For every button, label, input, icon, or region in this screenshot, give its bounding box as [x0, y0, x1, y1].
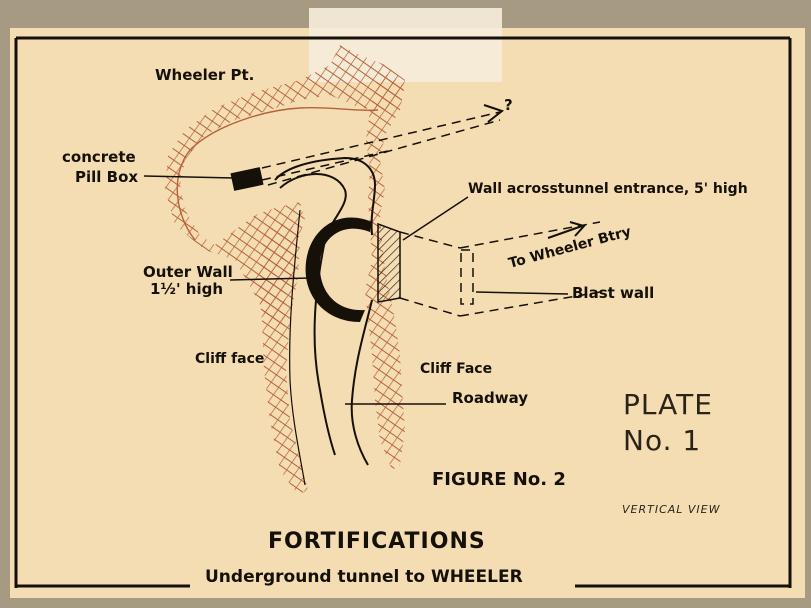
leader-outer-wall [229, 277, 311, 281]
vertical-view-label: VERTICAL VIEW [622, 503, 721, 516]
diagram-title: FORTIFICATIONS [268, 529, 486, 554]
label-wall-entrance: Wall acrosstunnel entrance, 5' high [468, 181, 748, 197]
plate-number: No. 1 [623, 424, 701, 457]
leader-wall-entrance [402, 196, 469, 241]
plate-title: PLATE [623, 388, 713, 421]
entrance-wall [377, 222, 401, 303]
cliff-line-left [289, 209, 306, 486]
to-wheeler-arrow [547, 221, 586, 239]
cliff-hatch-left [258, 222, 308, 495]
roadway-left-edge [279, 173, 347, 456]
pill-box [230, 167, 264, 191]
label-wheeler-pt: Wheeler Pt. [155, 66, 254, 84]
tunnel-dashed-lower [399, 221, 601, 317]
tunnel-arrow-upper [483, 104, 505, 123]
label-pill-box: Pill Box [75, 168, 138, 186]
roadway-right-edge [350, 299, 373, 466]
leader-blast-wall [475, 291, 569, 295]
diagram-subtitle: Underground tunnel to WHEELER [205, 567, 523, 587]
label-outer-wall: Outer Wall [143, 263, 233, 281]
label-cliff-face-right: Cliff Face [420, 361, 492, 377]
label-cliff-face-left: Cliff face [195, 351, 264, 367]
roadway-top-edge [274, 156, 377, 236]
label-outer-wall-height: 1½' high [150, 280, 223, 298]
outer-wall [305, 217, 372, 322]
label-question: ? [504, 96, 513, 114]
label-roadway: Roadway [452, 389, 528, 407]
paper-sheet [10, 28, 805, 598]
tunnel-dashed-upper [261, 111, 501, 186]
label-concrete: concrete [62, 148, 136, 166]
label-blast-wall: Blast wall [572, 284, 654, 302]
cliff-hatch-upper [165, 45, 405, 330]
figure-label: FIGURE No. 2 [432, 469, 566, 490]
leader-pill-box [143, 175, 235, 179]
cliff-line-upper [176, 106, 379, 241]
